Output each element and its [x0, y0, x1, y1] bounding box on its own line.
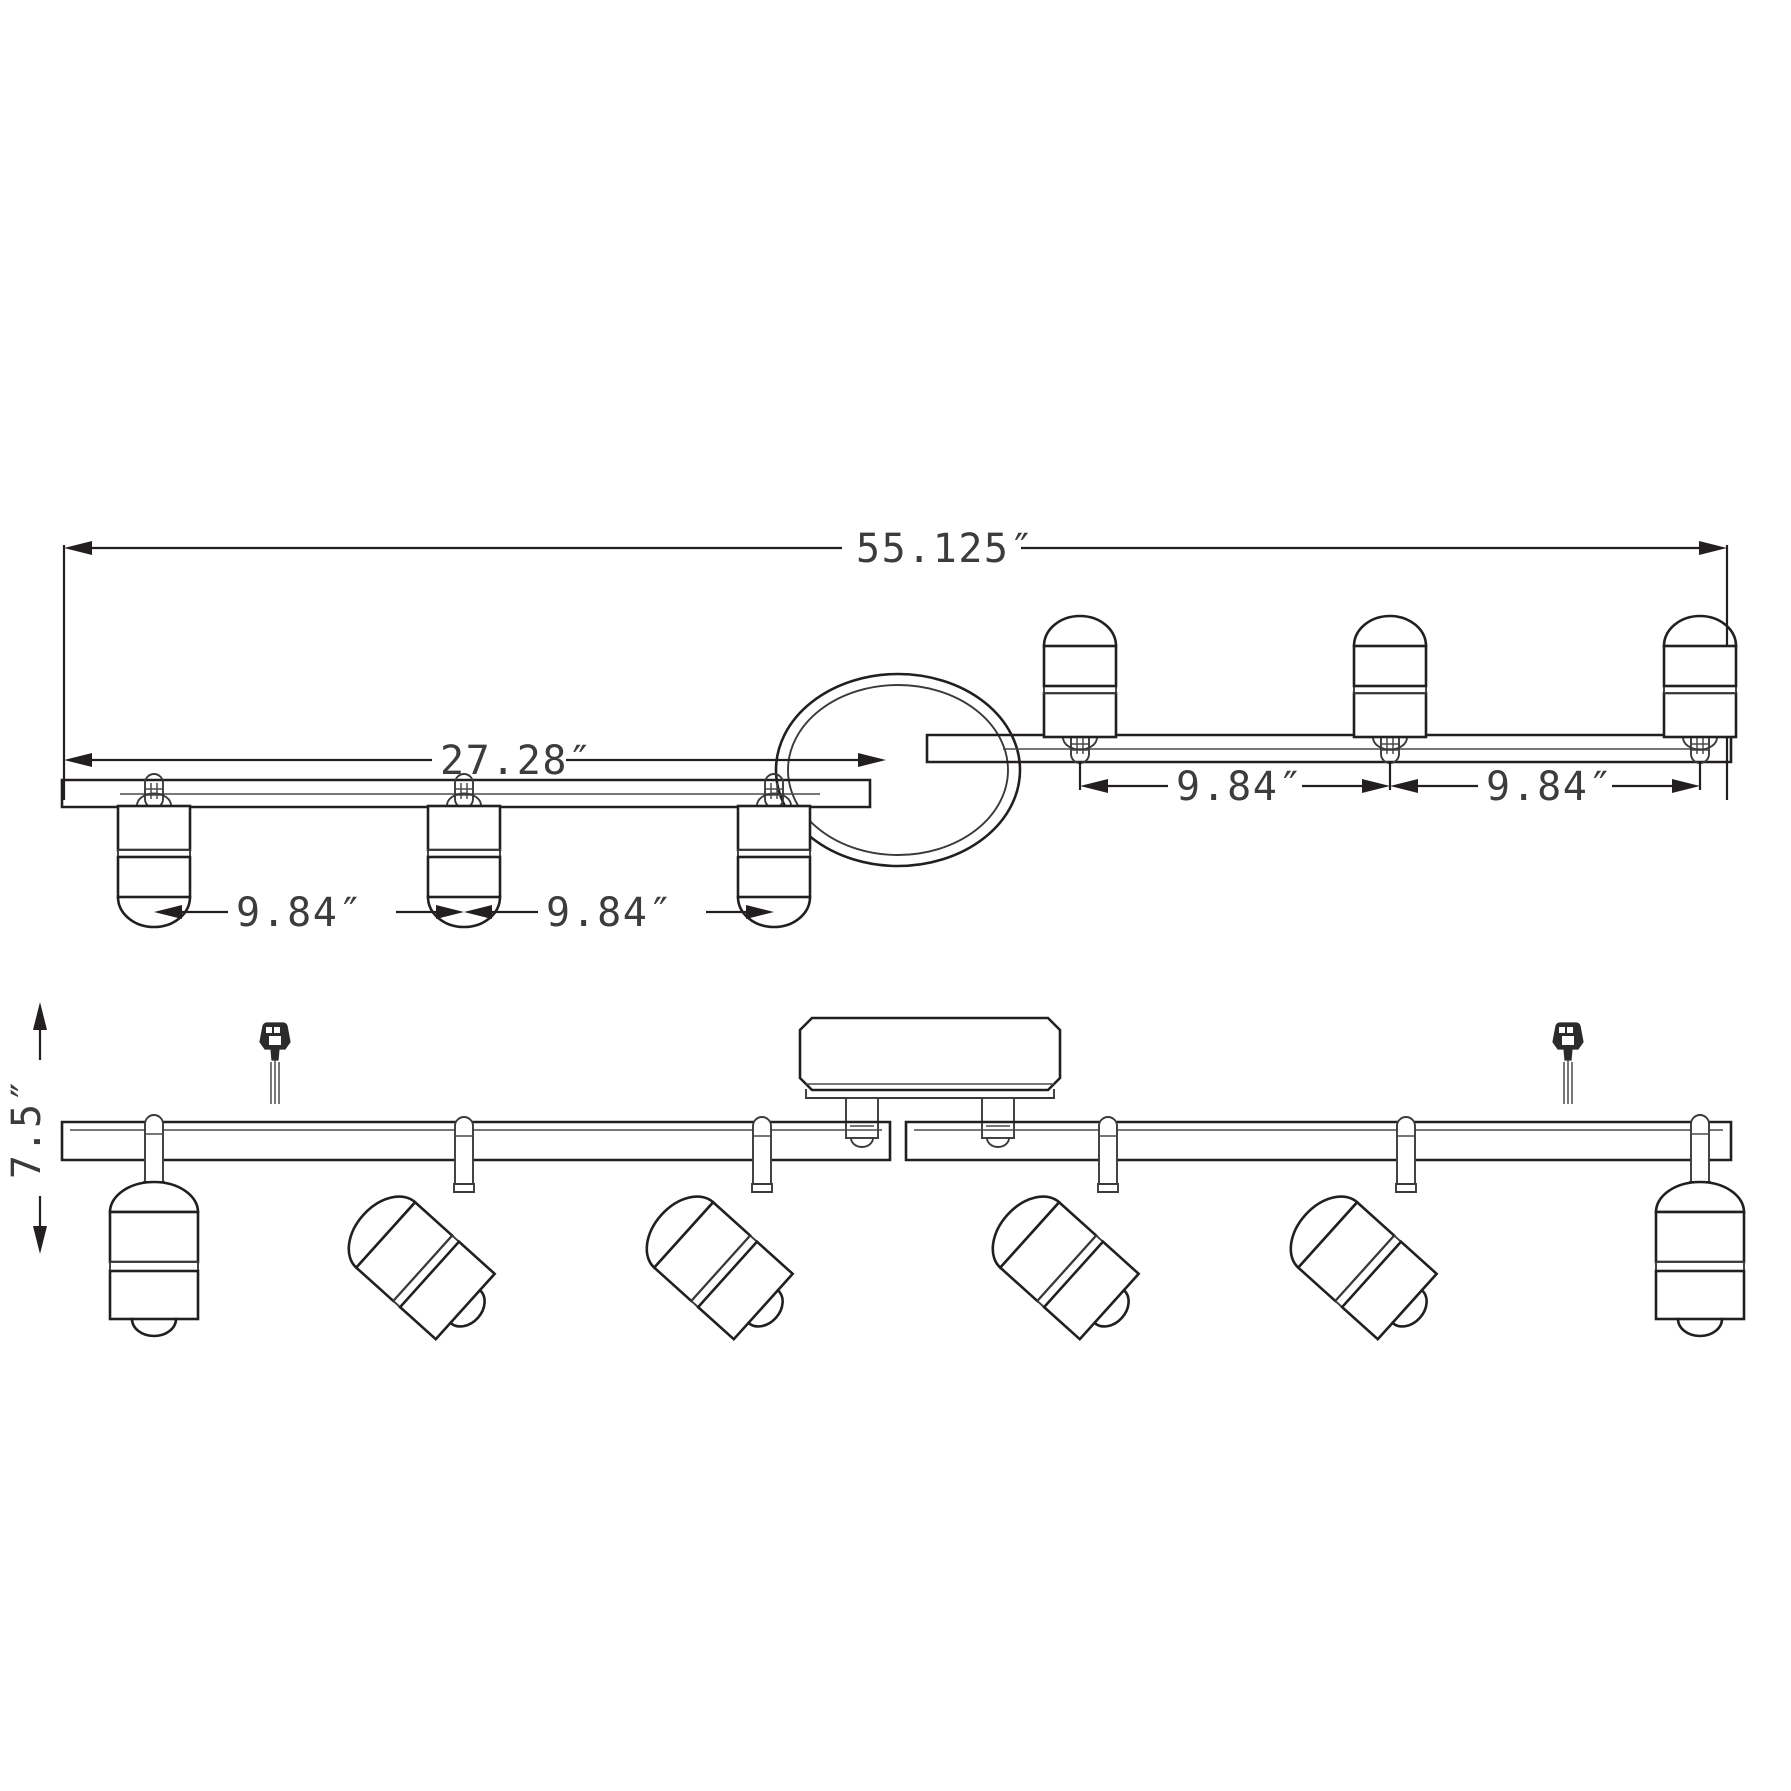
section-length-dimension: 27.28″ [64, 738, 886, 784]
elevation-track-right [904, 1120, 1733, 1162]
ceiling-mount-bracket-right [1552, 1022, 1584, 1105]
head-spacing-left-1-label: 9.84″ [236, 890, 364, 936]
head-spacing-right-2-label: 9.84″ [1486, 764, 1614, 810]
elevation-head-5 [1274, 1115, 1451, 1352]
top-head-right-2 [1352, 614, 1428, 764]
elevation-head-2 [332, 1115, 509, 1352]
top-plan-view: 55.125″ 27.28″ [60, 526, 1738, 936]
ceiling-canopy-elevation [798, 1016, 1062, 1148]
top-head-left-3 [736, 773, 812, 929]
top-track-right [925, 733, 1733, 764]
head-spacing-left-1-dimension: 9.84″ [154, 890, 464, 936]
top-head-right-1 [1042, 614, 1118, 764]
section-length-label: 27.28″ [440, 738, 594, 784]
elevation-head-3 [630, 1115, 807, 1352]
head-spacing-right-1-label: 9.84″ [1176, 764, 1304, 810]
head-spacing-right-1-dimension: 9.84″ [1078, 762, 1392, 810]
elevation-head-4 [976, 1115, 1153, 1352]
overall-length-dimension: 55.125″ [62, 526, 1729, 800]
overall-height-label: 7.5″ [4, 1077, 50, 1179]
top-head-right-3 [1662, 614, 1738, 764]
canopy-outline-oval [774, 672, 1022, 868]
top-head-left-1 [116, 773, 192, 929]
overall-height-dimension: 7.5″ [4, 1002, 50, 1254]
head-spacing-left-2-dimension: 9.84″ [464, 890, 774, 936]
head-spacing-right-2-dimension: 9.84″ [1390, 762, 1702, 810]
overall-length-label: 55.125″ [856, 526, 1035, 572]
top-head-left-2 [426, 773, 502, 929]
elevation-track-left [60, 1120, 892, 1162]
head-spacing-left-2-label: 9.84″ [546, 890, 674, 936]
front-elevation-view: 7.5″ [4, 1002, 1746, 1352]
ceiling-mount-bracket-left [259, 1022, 291, 1105]
elevation-head-1 [108, 1113, 200, 1338]
